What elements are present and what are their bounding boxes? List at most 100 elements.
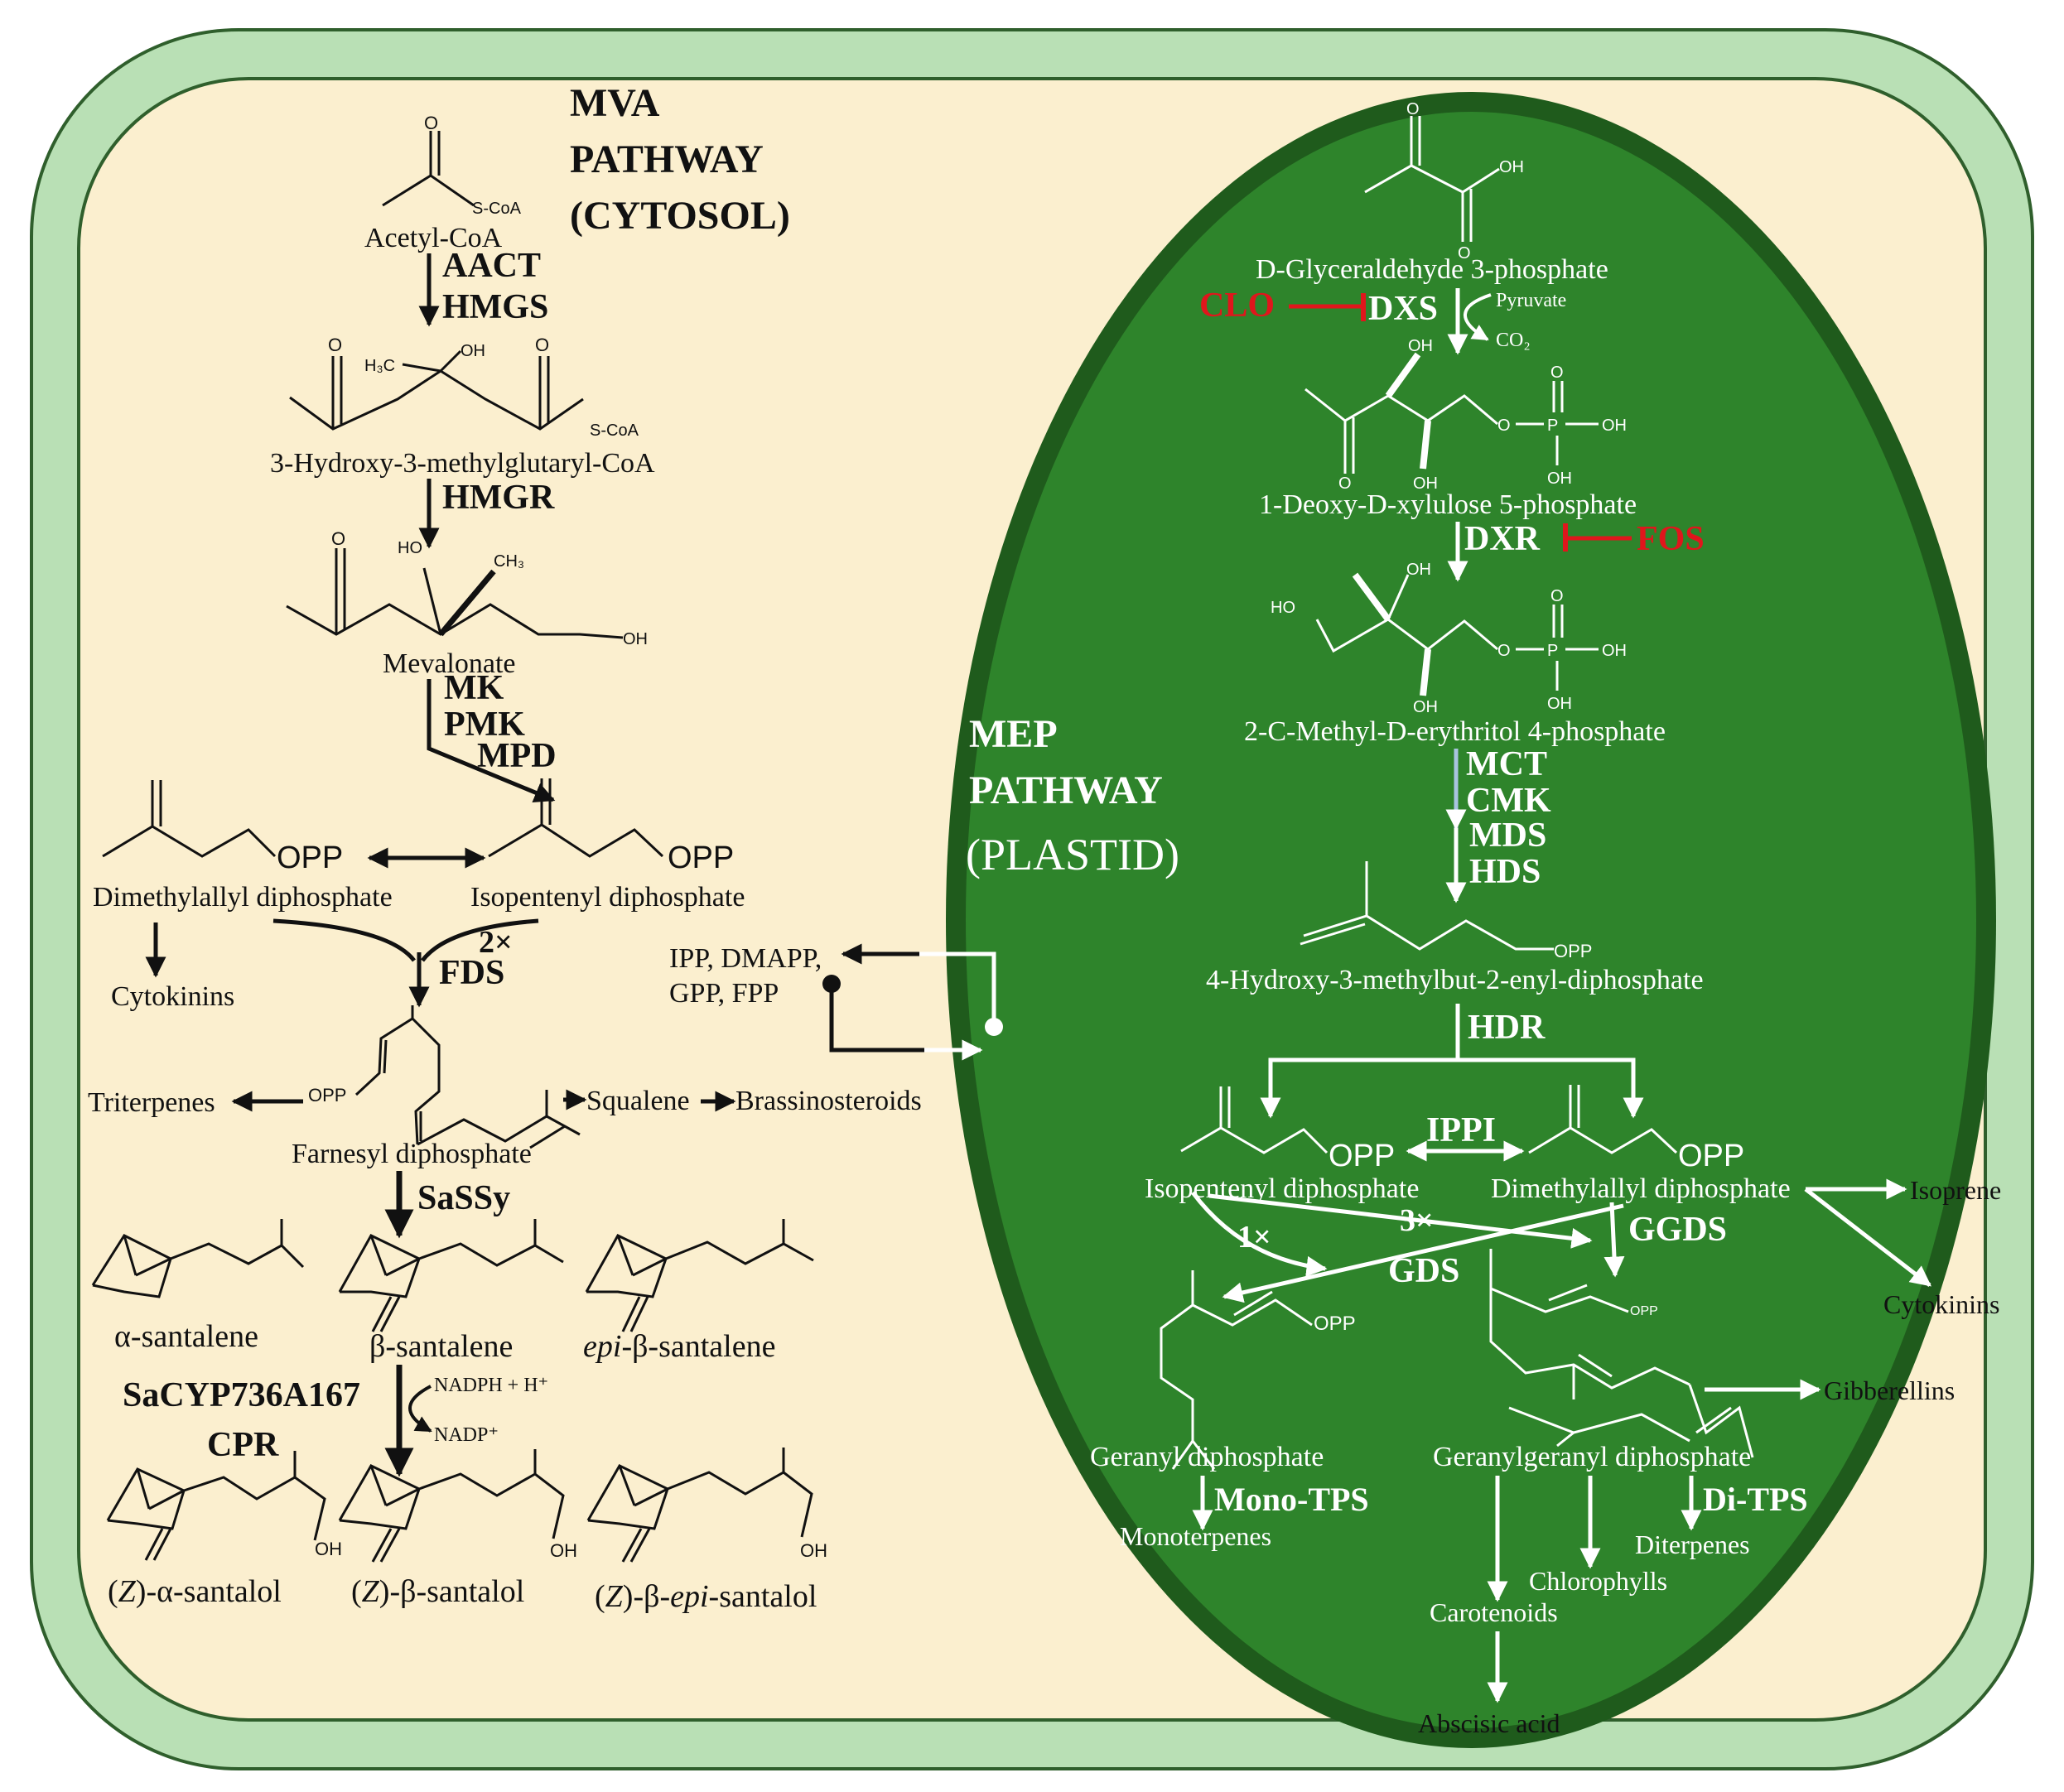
dmapp-cytosol-structure xyxy=(102,780,277,858)
mep-oh-bottom: OH xyxy=(1413,698,1438,716)
mep-title-line3: (PLASTID) xyxy=(966,830,1179,879)
z-beta-santalol-oh: OH xyxy=(550,1540,577,1561)
hmbpp-opp: OPP xyxy=(1554,941,1592,961)
gpp-opp: OPP xyxy=(1314,1313,1356,1335)
mva-title-line1: MVA xyxy=(570,81,660,125)
acetyl-coa-o: O xyxy=(424,113,438,133)
mep-oh-top: OH xyxy=(1406,561,1431,579)
dxp-oh-top: OH xyxy=(1408,337,1433,355)
mevalonate-oh: OH xyxy=(623,630,648,648)
mevalonate-ch3: CH₃ xyxy=(494,552,524,571)
hmg-coa-label: 3-Hydroxy-3-methylglutaryl-CoA xyxy=(270,448,655,479)
mep-ho: HO xyxy=(1271,599,1295,617)
chlorophylls-label: Chlorophylls xyxy=(1529,1566,1667,1596)
mep-title-line2: PATHWAY xyxy=(969,768,1163,812)
enzyme-mpd: MPD xyxy=(477,737,557,775)
enzyme-cpr: CPR xyxy=(207,1426,279,1464)
dmapp-plastid-label: Dimethylallyl diphosphate xyxy=(1491,1173,1791,1204)
gibberellins-label: Gibberellins xyxy=(1824,1375,1955,1405)
mva-pathway: MVA PATHWAY (CYTOSOL) O S-CoA Acetyl-CoA… xyxy=(88,81,922,1614)
ipp-plastid-structure xyxy=(1180,1086,1329,1154)
enzyme-aact: AACT xyxy=(442,247,541,285)
dxp-label: 1-Deoxy-D-xylulose 5-phosphate xyxy=(1259,489,1637,520)
arrow-mk-pmk-mpd xyxy=(427,679,556,802)
ggpp-label: Geranylgeranyl diphosphate xyxy=(1433,1442,1751,1472)
z-epi-beta-santalol-label: (Z)-β-epi-santalol xyxy=(595,1579,817,1614)
acetyl-coa-structure xyxy=(382,131,475,207)
isoprene-label: Isoprene xyxy=(1910,1175,2001,1205)
abscisic-acid-label: Abscisic acid xyxy=(1418,1708,1560,1738)
arrow-hdr-to-ipp xyxy=(1260,1057,1458,1119)
fpp-label: Farnesyl diphosphate xyxy=(292,1139,532,1169)
beta-santalene-structure xyxy=(338,1219,564,1332)
z-epi-beta-santalol-oh: OH xyxy=(800,1540,827,1561)
hmbpp-label: 4-Hydroxy-3-methylbut-2-enyl-diphosphate xyxy=(1206,965,1704,995)
ggpp-structure xyxy=(1489,1249,1754,1458)
enzyme-mk: MK xyxy=(444,669,504,707)
mevalonate-o: O xyxy=(331,528,345,549)
mep-o: O xyxy=(1497,642,1511,660)
gpp-label: Geranyl diphosphate xyxy=(1090,1442,1324,1472)
enzyme-di-tps: Di-TPS xyxy=(1703,1481,1808,1518)
dxp-poh-bottom: OH xyxy=(1547,470,1572,488)
enzyme-cmk: CMK xyxy=(1466,782,1551,820)
carotenoids-label: Carotenoids xyxy=(1430,1597,1558,1627)
g3p-oh: OH xyxy=(1499,158,1524,176)
inhibitor-fos: FOS xyxy=(1637,520,1705,558)
arrow-fds-from-dmapp xyxy=(272,918,416,962)
enzyme-mds: MDS xyxy=(1469,817,1546,855)
enzyme-pmk: PMK xyxy=(444,706,525,744)
epi-beta-santalene-label: epi-β-santalene xyxy=(583,1329,775,1364)
acetyl-coa-label: Acetyl-CoA xyxy=(364,223,503,253)
dxp-poh-right: OH xyxy=(1602,417,1627,435)
enzyme-dxr: DXR xyxy=(1464,520,1541,558)
ipp-cytosol-label: Isopentenyl diphosphate xyxy=(470,882,745,913)
hmbpp-structure xyxy=(1300,861,1554,951)
enzyme-sacyp736a167: SaCYP736A167 xyxy=(123,1376,360,1414)
mep-structure xyxy=(1315,572,1599,696)
dxp-po-o: O xyxy=(1550,364,1564,382)
inhibitor-clo: CLO xyxy=(1199,287,1275,325)
g3p-label: D-Glyceraldehyde 3-phosphate xyxy=(1256,254,1608,285)
mep-poh-bottom: OH xyxy=(1547,695,1572,713)
ipp-cytosol-structure xyxy=(488,778,664,858)
mep-po-o: O xyxy=(1550,587,1564,605)
enzyme-mono-tps: Mono-TPS xyxy=(1214,1481,1369,1518)
dmapp-cytosol-label: Dimethylallyl diphosphate xyxy=(93,882,393,913)
diterpenes-label: Diterpenes xyxy=(1635,1529,1750,1559)
alpha-santalene-label: α-santalene xyxy=(114,1319,258,1354)
g3p-o-top: O xyxy=(1406,100,1420,118)
enzyme-gds: GDS xyxy=(1388,1252,1459,1290)
g3p-o-bottom: O xyxy=(1458,244,1471,263)
mep-title-line1: MEP xyxy=(969,712,1058,756)
z-beta-santalol-structure xyxy=(338,1449,565,1563)
co2-label: CO₂ xyxy=(1496,330,1531,351)
dmapp-plastid-opp: OPP xyxy=(1678,1139,1744,1173)
nadph-label: NADPH + H⁺ xyxy=(434,1375,548,1396)
hmg-coa-oh: OH xyxy=(461,342,485,360)
monoterpenes-label: Monoterpenes xyxy=(1120,1521,1271,1551)
enzyme-mct: MCT xyxy=(1466,745,1547,783)
transport-label-line2: GPP, FPP xyxy=(669,978,779,1009)
enzyme-hds: HDS xyxy=(1469,853,1541,891)
transport-import-line xyxy=(829,984,928,1053)
ipp-cytosol-opp: OPP xyxy=(668,841,734,875)
dxp-structure xyxy=(1304,352,1599,474)
arrow-fds-from-ipp xyxy=(421,918,539,962)
squalene-label: Squalene xyxy=(586,1086,690,1116)
arrow-ggds-from-dmapp xyxy=(1603,1202,1625,1278)
gpp-structure xyxy=(1160,1270,1313,1470)
mevalonate-label: Mevalonate xyxy=(383,648,516,679)
alpha-santalene-structure xyxy=(91,1219,305,1298)
enzyme-dxs: DXS xyxy=(1368,290,1438,328)
dmapp-plastid-structure xyxy=(1528,1085,1678,1154)
enzyme-ggds: GGDS xyxy=(1628,1211,1727,1249)
gds-multiplier: 1× xyxy=(1237,1220,1271,1255)
dxp-p: P xyxy=(1547,417,1558,435)
beta-santalene-label: β-santalene xyxy=(369,1329,513,1364)
epi-beta-santalene-structure xyxy=(585,1219,814,1332)
enzyme-hmgs: HMGS xyxy=(442,288,548,326)
ipp-plastid-opp: OPP xyxy=(1329,1139,1395,1173)
pyruvate-label: Pyruvate xyxy=(1496,290,1566,311)
